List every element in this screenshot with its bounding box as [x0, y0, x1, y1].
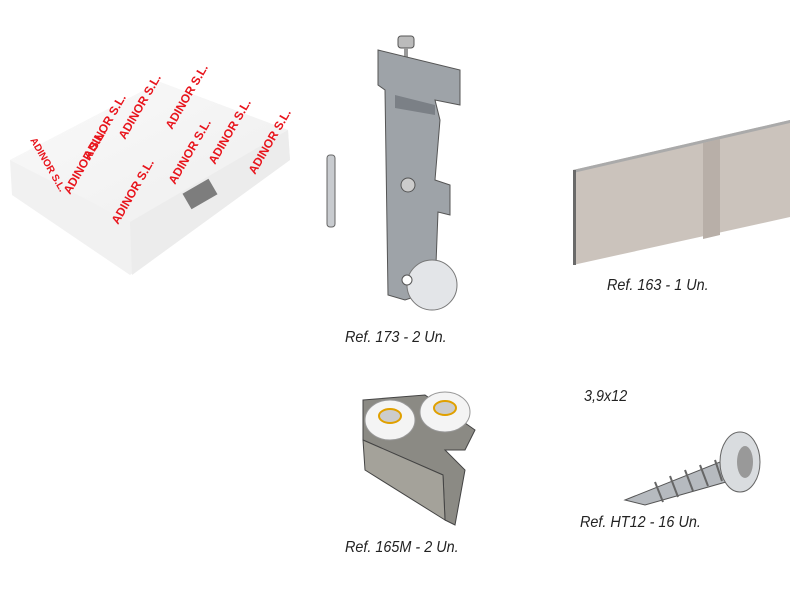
ref-173-caption: Ref. 173 - 2 Un. [345, 329, 447, 346]
ref-163-plate-image [573, 120, 790, 265]
barcode-icon [182, 178, 218, 210]
ref-165m-bracket-image [362, 391, 476, 526]
ref-ht12-screw-image [623, 431, 761, 506]
adinor-box-image: ADINOR S.L. ADINOR S.L. ADINOR S.L. ADIN… [10, 62, 294, 275]
ref-165m-caption: Ref. 165M - 2 Un. [345, 539, 459, 556]
screw-size-label: 3,9x12 [584, 388, 628, 405]
ref-163-caption: Ref. 163 - 1 Un. [607, 277, 709, 294]
ref-173-hanger-image [326, 35, 461, 311]
ref-ht12-caption: Ref. HT12 - 16 Un. [580, 514, 701, 531]
